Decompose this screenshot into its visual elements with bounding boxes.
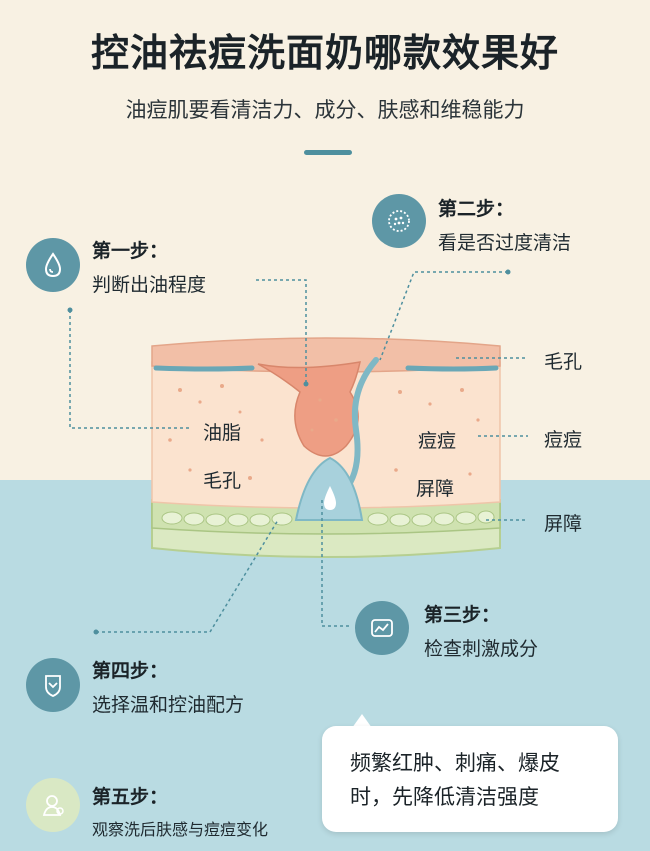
diagram-water-drop xyxy=(324,486,336,510)
tip-line-1: 频繁红肿、刺痛、爆皮 xyxy=(350,751,560,775)
tip-text: 频繁红肿、刺痛、爆皮 时，先降低清洁强度 xyxy=(350,746,600,814)
diagram-surface-line-right xyxy=(405,365,499,372)
step-3-title: 第三步： xyxy=(424,604,501,626)
step-2-desc: 看是否过度清洁 xyxy=(438,232,572,254)
diagram-leader-dots xyxy=(67,269,511,635)
step-4-desc: 选择温和控油配方 xyxy=(92,694,245,716)
label-outer-barrier: 屏障 xyxy=(544,513,583,535)
skin-check-icon xyxy=(355,601,409,655)
water-drop-icon xyxy=(26,238,80,292)
diagram-surface-line-left xyxy=(153,365,255,372)
title-divider xyxy=(304,150,352,155)
pore-dots-icon xyxy=(372,194,426,248)
label-inner-pore: 毛孔 xyxy=(203,470,242,492)
person-face-icon xyxy=(26,778,80,832)
step-5-desc: 观察洗后肤感与痘痘变化 xyxy=(92,820,269,839)
tip-line-2: 时，先降低清洁强度 xyxy=(350,785,539,809)
step-2-title: 第二步： xyxy=(438,198,515,220)
step-4-title: 第四步： xyxy=(92,660,169,682)
label-inner-barrier: 屏障 xyxy=(416,478,455,500)
label-inner-oil: 油脂 xyxy=(203,422,242,444)
diagram-speckles xyxy=(168,384,480,480)
step-5-title: 第五步： xyxy=(92,786,169,808)
page-title: 控油祛痘洗面奶哪款效果好 xyxy=(90,31,559,75)
page-subtitle: 油痘肌要看清洁力、成分、肤感和维稳能力 xyxy=(125,98,525,122)
diagram-clogged-follicle xyxy=(257,361,361,457)
step-1-desc: 判断出油程度 xyxy=(92,274,207,296)
step-1-title: 第一步： xyxy=(92,240,169,262)
label-outer-pore: 毛孔 xyxy=(544,351,583,373)
label-outer-acne: 痘痘 xyxy=(544,429,583,451)
step-3-desc: 检查刺激成分 xyxy=(424,638,539,660)
diagram-leader-lines xyxy=(69,271,528,633)
tip-bubble: 频繁红肿、刺痛、爆皮 时，先降低清洁强度 xyxy=(322,726,618,832)
diagram-follicle-channel xyxy=(342,357,379,493)
diagram-skin-surface xyxy=(151,337,501,373)
diagram-barrier-cells xyxy=(161,510,495,527)
tip-bubble-tail xyxy=(352,714,372,728)
label-inner-acne: 痘痘 xyxy=(418,430,457,452)
shield-bottle-icon xyxy=(26,658,80,712)
